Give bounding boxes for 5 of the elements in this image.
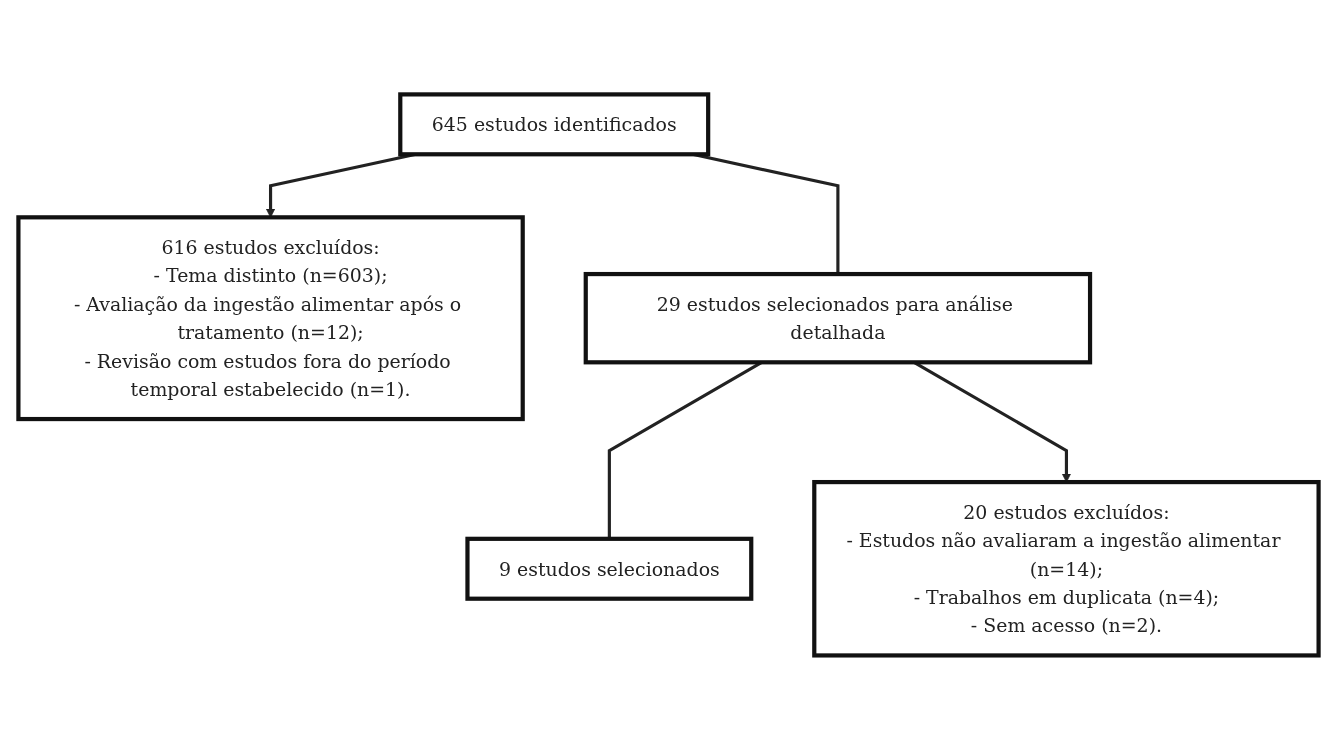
node-box: 645 estudos identificados [398,91,711,156]
node-box: 20 estudos excluídos: - Estudos não avaliaram a ingestão alimentar (n=14); - Trabalhos em duplicata (n=4); - Sem acesso (n=2). [812,479,1321,658]
node-box: 9 estudos selecionados [465,536,754,601]
node-box: 616 estudos excluídos: - Tema distinto (n=603); - Avaliação da ingestão alimentar após o tratamento (n=12); - Revisão com estudos fora do período temporal estabelecido (n=1). [16,214,525,421]
node-box: 29 estudos selecionados para análise detalhada [583,271,1093,364]
